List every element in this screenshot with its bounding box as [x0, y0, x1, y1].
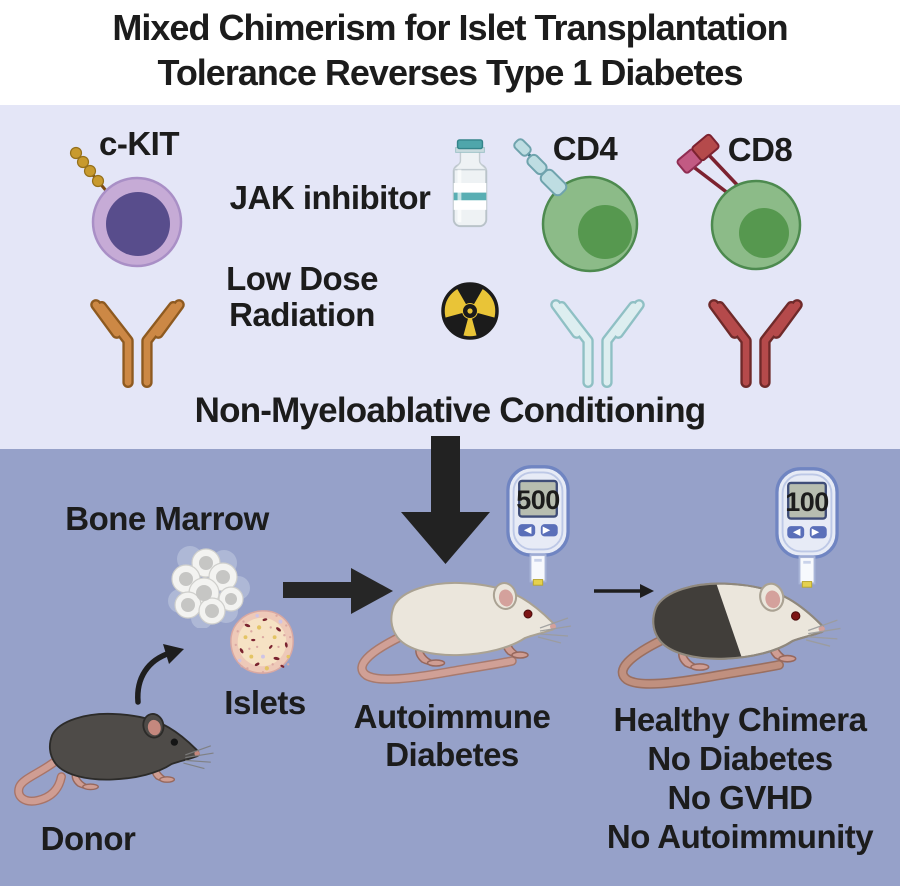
donor-mouse-icon: [14, 700, 219, 808]
vial-icon: [445, 138, 495, 229]
diabetic-mouse-icon: [352, 568, 577, 686]
progression-arrow-icon: [592, 580, 656, 602]
figure-title-line1: Mixed Chimerism for Islet Transplantatio…: [112, 7, 788, 48]
cd4-label: CD4: [552, 130, 618, 167]
radiation-icon: [438, 279, 502, 343]
conditioning-section-background: [0, 105, 900, 449]
glucose-value-before: 500: [516, 485, 560, 515]
glucose-meter-after-icon: [774, 466, 840, 590]
down-arrow-icon: [398, 436, 493, 564]
islet-icon: [228, 608, 296, 676]
cd4-antibody-icon: [550, 284, 645, 388]
cd8-antibody-icon: [708, 284, 803, 388]
cd4-cell-icon: [495, 124, 645, 274]
glucose-value-after: 100: [785, 487, 829, 517]
low-dose-radiation-label: Low Dose Radiation: [226, 260, 378, 333]
autoimmune-diabetes-label: Autoimmune Diabetes: [353, 698, 551, 773]
ckit-antibody-icon: [90, 284, 185, 388]
cd8-cell-icon: [661, 125, 811, 275]
outcome-label: Healthy Chimera No Diabetes No GVHD No A…: [606, 701, 874, 855]
harvest-arrow-icon: [128, 644, 200, 706]
jak-inhibitor-label: JAK inhibitor: [229, 179, 431, 216]
figure-title: Mixed Chimerism for Islet Transplantatio…: [112, 5, 788, 95]
cd8-label: CD8: [727, 131, 793, 168]
conditioning-caption: Non-Myeloablative Conditioning: [194, 391, 707, 430]
ckit-label: c-KIT: [99, 125, 180, 162]
bone-marrow-icon: [160, 543, 255, 628]
donor-label: Donor: [40, 820, 136, 857]
glucose-meter-before-icon: [505, 464, 571, 588]
chimera-mouse-icon: [612, 568, 847, 691]
islets-label: Islets: [224, 684, 306, 721]
figure-title-line2: Tolerance Reverses Type 1 Diabetes: [157, 52, 744, 93]
bone-marrow-label: Bone Marrow: [65, 500, 269, 537]
ckit-cell-icon: [42, 124, 192, 274]
transplant-arrow-icon: [283, 566, 395, 616]
